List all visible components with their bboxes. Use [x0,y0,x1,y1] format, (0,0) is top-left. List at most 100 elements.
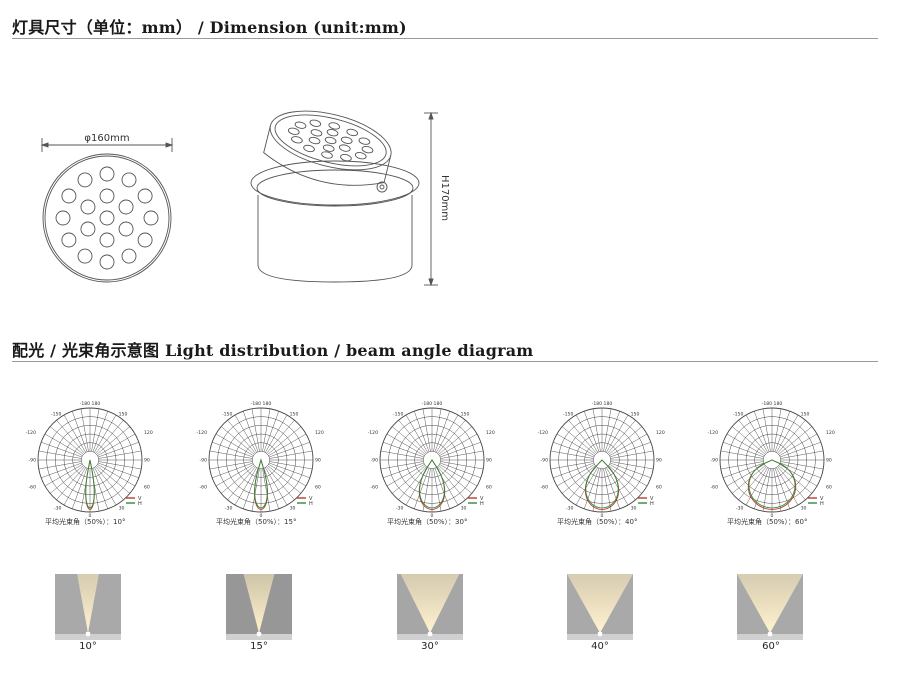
polar-label: 60 [144,485,150,491]
polar-label: -150 [563,411,574,417]
polar-label: 120 [826,430,835,436]
beam-box-15 [226,574,292,640]
polar-label: -30 [566,505,574,511]
beam-caption-30: 平均光束角（50%）：30° [387,518,468,526]
led-dot [308,136,321,145]
v-curve [85,459,95,510]
h-curve [85,459,95,509]
led-dot [340,153,352,162]
diameter-label: φ160mm [84,133,129,144]
legend-v-label: V [480,496,484,502]
beam-label-10: 10° [79,641,97,652]
led-dot [143,210,159,226]
v-curve [418,459,446,510]
polar-label: 90 [656,458,662,464]
led-dot [338,144,351,152]
polar-label: 150 [461,411,470,417]
light-cone [77,574,99,633]
polar-label: 30 [290,505,296,511]
led-dot [322,144,335,152]
v-curve [584,459,620,510]
polar-label: -90 [540,458,548,464]
h-curve [254,458,268,509]
legend-v-label: V [138,496,142,502]
polar-label: -120 [197,430,208,436]
beam-box-10 [55,574,121,640]
height-label: H170mm [439,175,450,221]
polar-label: -30 [736,505,744,511]
beam-label-30: 30° [421,641,439,652]
led-dot [310,129,323,137]
led-dot [99,166,115,182]
polar-label: 60 [315,485,321,491]
beam-caption-40: 平均光束角（50%）：40° [557,518,638,526]
led-dot [118,199,134,215]
light-source-dot [767,631,773,637]
light-cone [400,574,460,633]
polar-label: 120 [656,430,665,436]
dimension-divider [12,38,878,39]
polar-label: -30 [54,505,62,511]
polar-label: 90 [486,458,492,464]
polar-label: -60 [28,485,36,491]
legend-h-label: H [480,501,484,507]
legend-h-label: H [138,501,142,507]
led-dot [77,248,93,264]
polar-label-top: -180 180 [251,401,272,407]
beam-caption-60: 平均光束角（50%）：60° [727,518,808,526]
beam-box-60 [737,574,803,640]
height-dimension [424,111,438,287]
polar-label: 120 [144,430,153,436]
legend-h-label: H [820,501,824,507]
polar-label: 60 [656,485,662,491]
polar-label-top: -180 180 [422,401,443,407]
polar-label: -120 [708,430,719,436]
led-dot [121,248,137,264]
polar-label: -90 [28,458,36,464]
light-cone [737,574,803,633]
polar-label: 30 [801,505,807,511]
led-dot [118,221,134,237]
legend-h-label: H [309,501,313,507]
polar-label-top: -180 180 [762,401,783,407]
legend-v-label: V [309,496,313,502]
led-dot [99,210,115,226]
polar-label: 30 [461,505,467,511]
beam-box-30 [397,574,463,640]
led-dot [287,127,300,135]
led-dot [294,121,307,129]
led-dot [321,151,333,159]
led-dot [121,172,137,188]
led-dot [77,172,93,188]
led-dot [358,137,371,145]
led-dot [326,129,339,137]
beam-caption-10: 平均光束角（50%）：10° [45,518,126,526]
light-cone [567,574,633,633]
led-dot [99,232,115,248]
polar-label: -120 [538,430,549,436]
polar-label: -150 [222,411,233,417]
v-curve [747,459,797,510]
polar-label: -60 [199,485,207,491]
led-dot [99,188,115,204]
polar-label-top: -180 180 [80,401,101,407]
polar-label: -150 [393,411,404,417]
led-dot [346,128,359,137]
led-dot [354,152,367,160]
polar-label: -60 [370,485,378,491]
polar-label: 120 [315,430,324,436]
led-dot [80,221,96,237]
led-dot [61,232,77,248]
polar-label: -90 [710,458,718,464]
polar-label: -120 [368,430,379,436]
polar-label: -30 [225,505,233,511]
polar-label: -120 [26,430,37,436]
light-cone [243,574,275,633]
side-view [250,110,420,283]
polar-label: -90 [199,458,207,464]
polar-label: 120 [486,430,495,436]
